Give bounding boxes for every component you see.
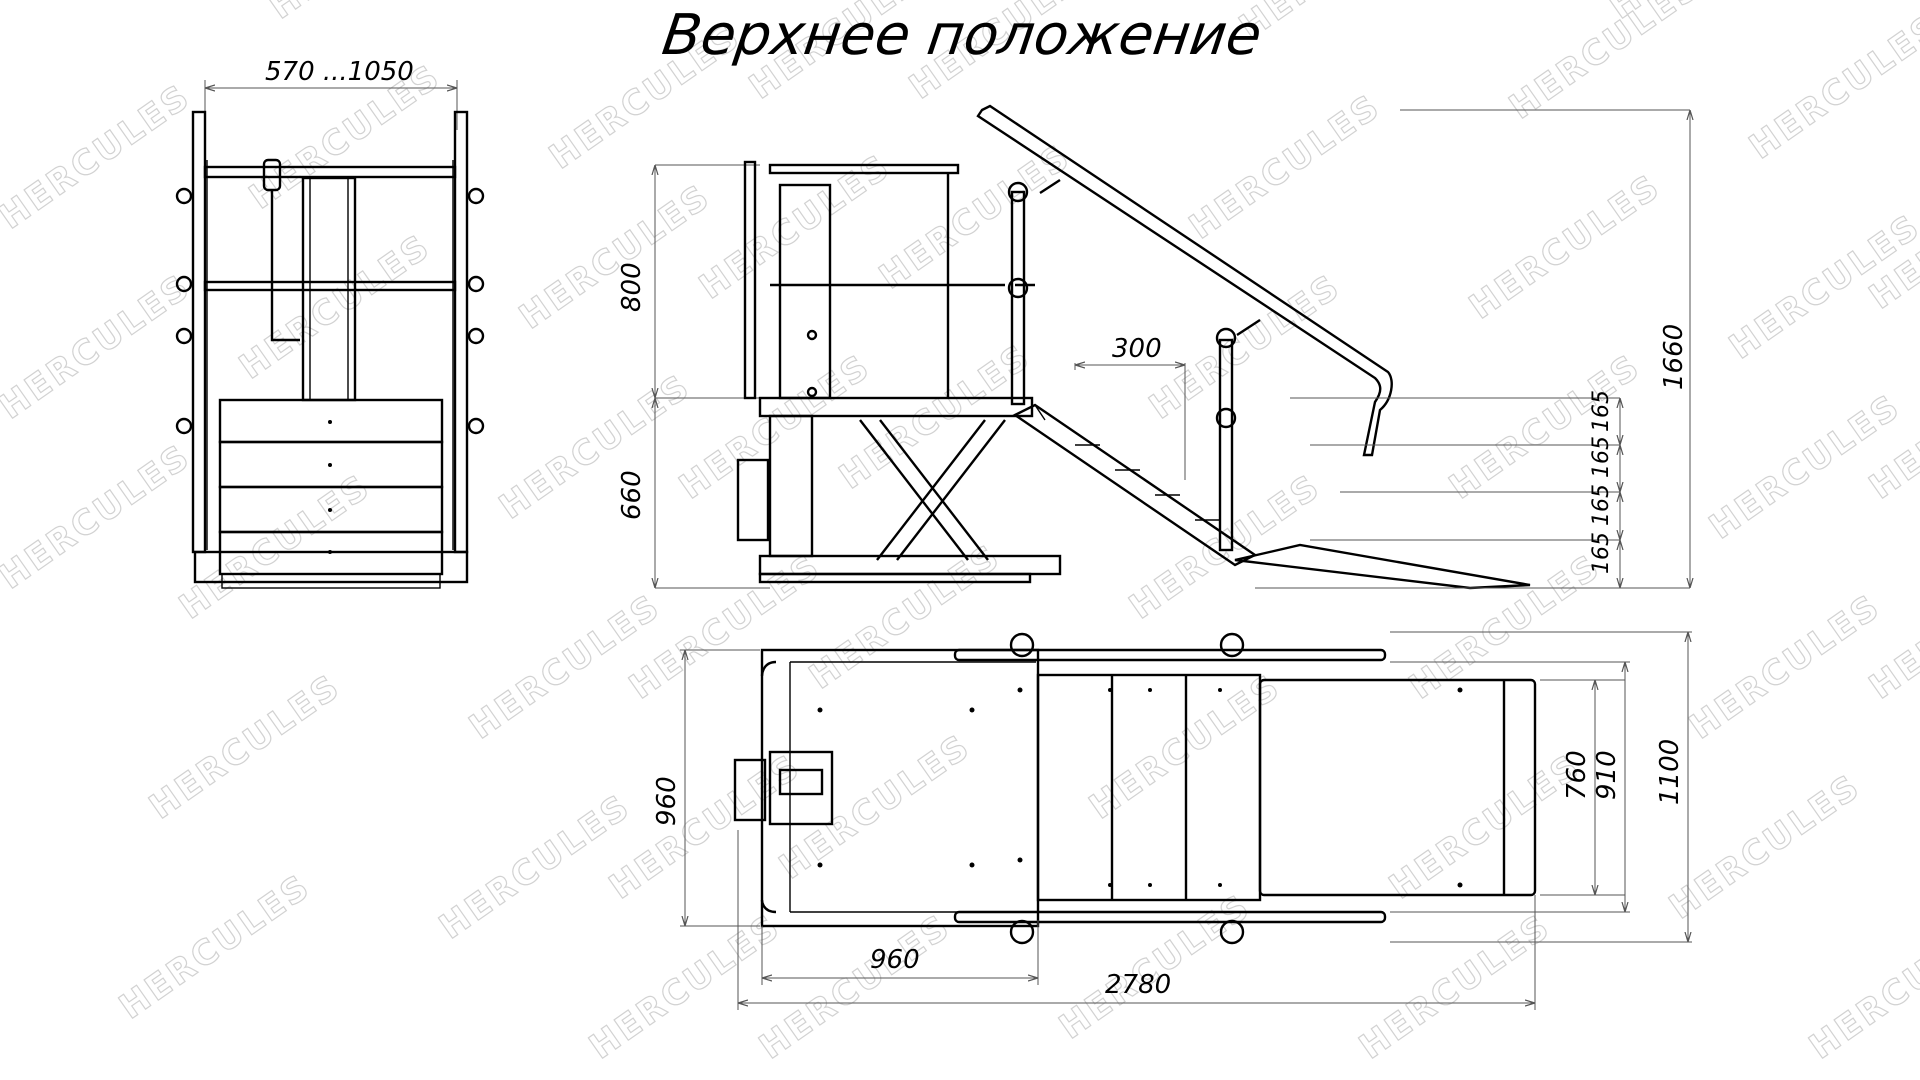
side-view: 800 660 — [617, 104, 1690, 590]
side-step-dim-4: 165 — [1589, 532, 1614, 574]
side-lower-height-dim: 660 — [617, 470, 647, 520]
watermark-text: HERCULES — [1352, 906, 1558, 1067]
drawing-title: Верхнее положение — [658, 3, 1265, 68]
watermark-text: HERCULES — [1182, 86, 1388, 247]
top-overall-width-dim: 1100 — [1655, 739, 1685, 805]
watermark-text: HERCULES — [112, 866, 318, 1027]
watermark-text: HERCULES — [1402, 546, 1608, 707]
top-ramp-outer-dim: 910 — [1592, 750, 1622, 800]
watermark-text: HERCULES — [1682, 586, 1888, 747]
watermark-text: HERCULES — [0, 436, 198, 597]
front-width-dim: 570 ...1050 — [265, 57, 414, 87]
side-step-length-dim: 300 — [1112, 334, 1162, 364]
watermark-text: HERCULES — [1462, 166, 1668, 327]
watermark-text: HERCULES — [172, 466, 378, 627]
watermark-text: HERCULES — [772, 726, 978, 887]
watermark-text: HERCULES — [1142, 266, 1348, 427]
watermark-text: HERCULES — [1742, 6, 1920, 167]
watermark-text: HERCULES — [1052, 886, 1258, 1047]
watermark-text: HERCULES — [602, 746, 808, 907]
watermark-text: HERCULES — [1382, 746, 1588, 907]
side-total-height-dim: 1660 — [1659, 324, 1689, 390]
watermark-text: HERCULES — [1502, 0, 1708, 127]
side-step-dim-3: 165 — [1589, 484, 1614, 526]
side-upper-height-dim: 800 — [617, 262, 647, 312]
top-platform-width-dim: 960 — [652, 776, 682, 826]
watermark-text: HERCULES — [492, 366, 698, 527]
top-ramp-inner-dim: 760 — [1562, 750, 1592, 800]
watermark-text: HERCULES — [232, 226, 438, 387]
watermark-text: HERCULES — [692, 146, 898, 307]
watermark-text: HERCULES — [142, 666, 348, 827]
top-total-length-dim: 2780 — [1105, 970, 1171, 1000]
watermark-text: HERCULES — [432, 786, 638, 947]
watermark-text: HERCULES — [1122, 466, 1328, 627]
side-step-dim-1: 165 — [1589, 390, 1614, 432]
watermark-text: HERCULES — [0, 266, 198, 427]
watermark-text: HERCULES — [802, 536, 1008, 697]
watermark-text: HERCULES — [872, 136, 1078, 297]
side-step-dim-2: 165 — [1589, 436, 1614, 478]
watermark-text: HERCULES — [0, 76, 198, 237]
watermark-text: HERCULES — [1442, 346, 1648, 507]
watermark-text: HERCULES — [1662, 766, 1868, 927]
top-view: 960 960 2780 760 910 1100 — [652, 631, 1692, 1010]
watermark-text: HERCULES — [262, 0, 468, 27]
watermark-text: HERCULES — [752, 906, 958, 1067]
watermark-text: HERCULES — [512, 176, 718, 337]
front-view: 570 ...1050 — [175, 57, 485, 589]
watermark-text: HERCULES — [1802, 906, 1920, 1067]
top-platform-length-dim: 960 — [870, 945, 920, 975]
